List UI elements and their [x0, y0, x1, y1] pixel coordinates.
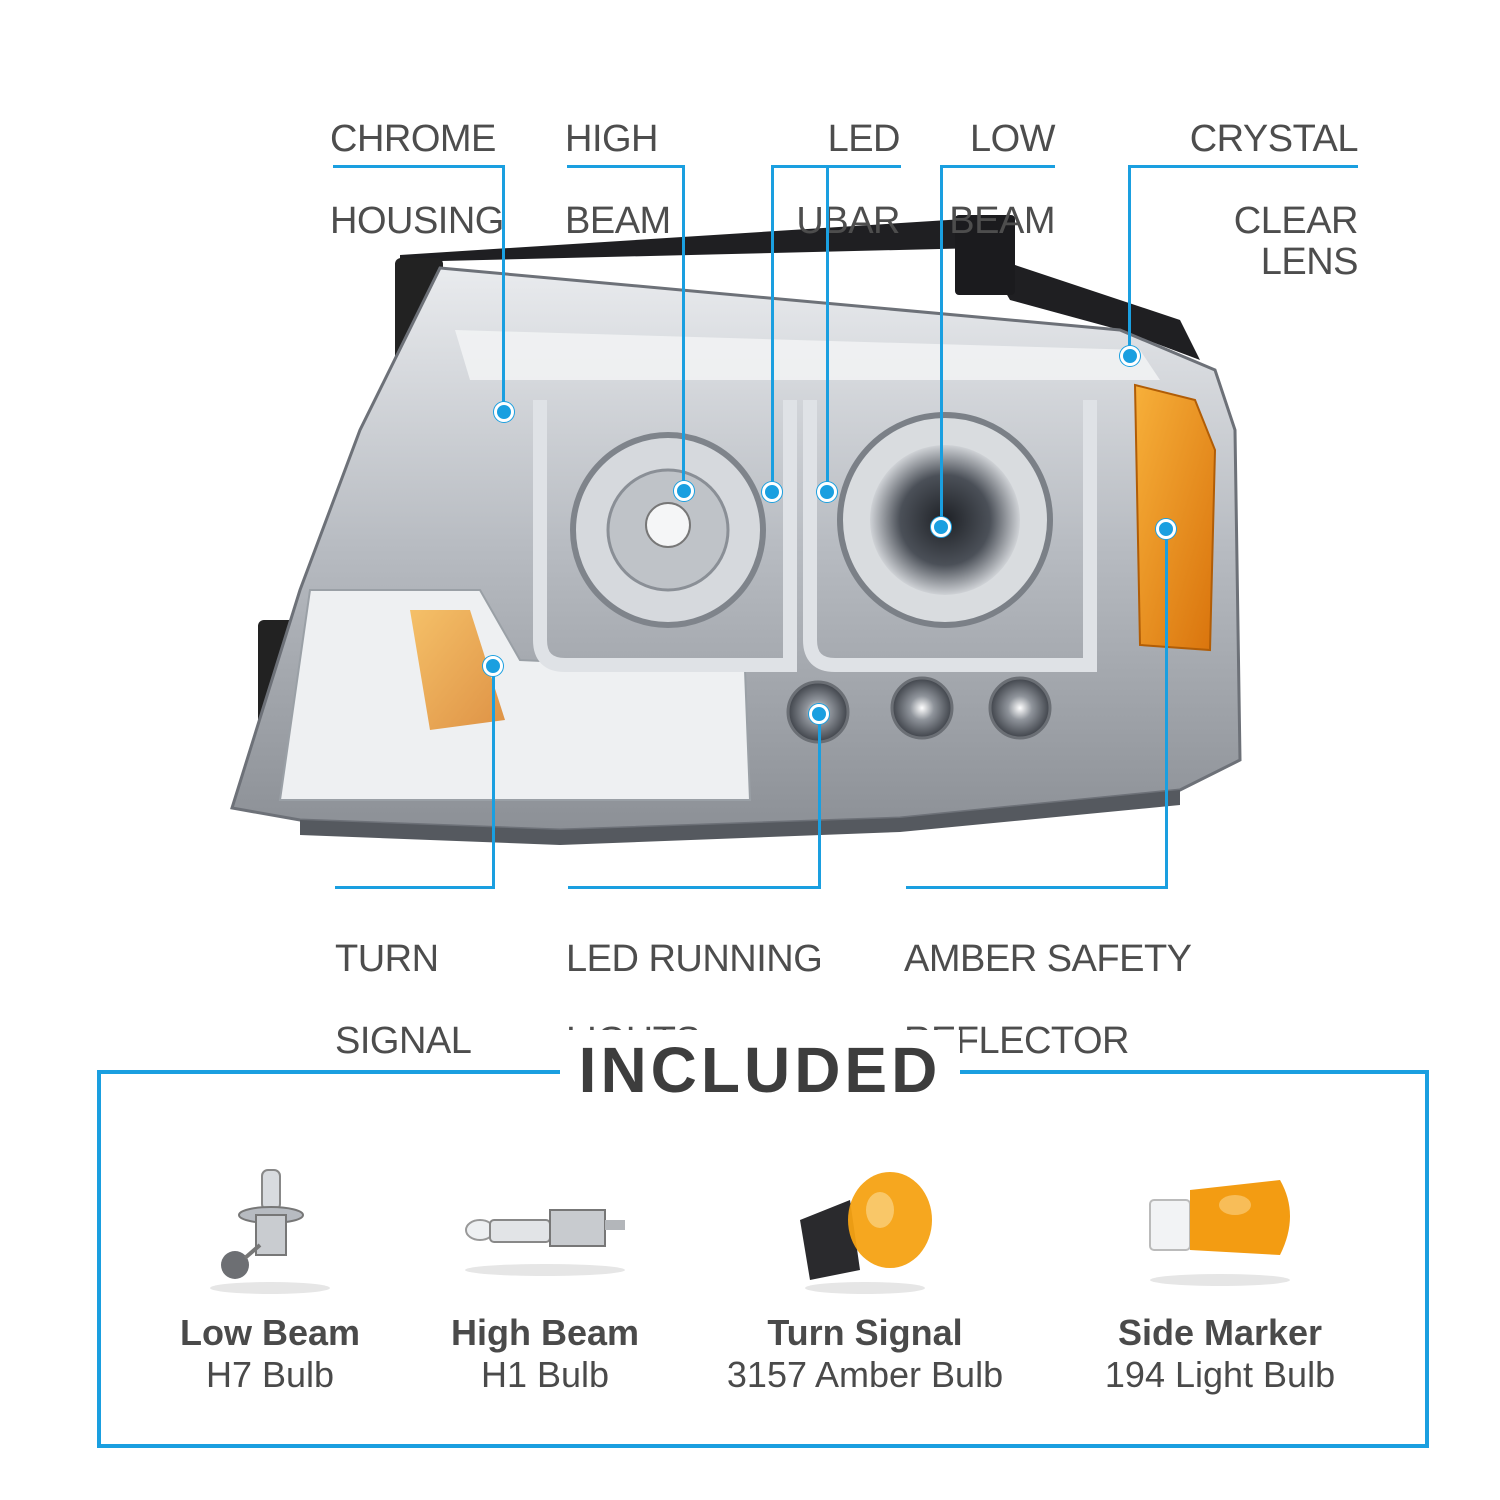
led-running-light-3 [988, 676, 1052, 740]
leader-turn-signal-h [335, 886, 495, 889]
marker-low-beam [931, 517, 951, 537]
included-item-high-beam: High Beam H1 Bulb [430, 1160, 660, 1396]
included-item-low-beam: Low Beam H7 Bulb [150, 1160, 390, 1396]
callout-high-beam: HIGH BEAM [565, 118, 671, 242]
leader-led-ubar-h [771, 165, 901, 168]
callout-turn-signal: TURN SIGNAL [335, 938, 472, 1062]
amber-reflector [1133, 383, 1217, 652]
ubar-left [533, 400, 797, 672]
marker-amber-reflector [1156, 519, 1176, 539]
marker-turn-signal [483, 656, 503, 676]
callout-led-ubar: LED UBAR [796, 118, 900, 242]
included-title: INCLUDED [560, 1030, 960, 1110]
lower-trim [300, 790, 1180, 845]
leader-low-beam-v [940, 165, 943, 520]
leader-running-lights-h [568, 886, 821, 889]
leader-chrome-housing-h [333, 165, 505, 168]
marker-high-beam [674, 481, 694, 501]
leader-crystal-lens-v [1128, 165, 1131, 350]
callout-amber-safety-reflector: AMBER SAFETY REFLECTOR [904, 938, 1192, 1062]
leader-amber-reflector-h [906, 886, 1168, 889]
h1-bulb-icon [465, 1209, 625, 1276]
marker-crystal-lens [1120, 346, 1140, 366]
included-item-turn-signal: Turn Signal 3157 Amber Bulb [710, 1160, 1020, 1396]
leader-low-beam-h [940, 165, 1055, 168]
included-item-spec: 3157 Amber Bulb [726, 1354, 1004, 1395]
included-item-name: High Beam [450, 1312, 640, 1353]
included-item-name: Low Beam [179, 1312, 361, 1353]
included-item-spec: 194 Light Bulb [1104, 1354, 1336, 1395]
leader-running-lights-v [818, 720, 821, 889]
included-item-name: Turn Signal [767, 1312, 963, 1353]
ubar-right [803, 400, 1097, 672]
turn-signal-amber [410, 610, 505, 730]
led-running-light-2 [890, 676, 954, 740]
marker-chrome-housing [494, 402, 514, 422]
marker-led-ubar-1 [762, 482, 782, 502]
leader-led-ubar-v1 [771, 165, 774, 485]
leader-amber-reflector-v [1165, 535, 1168, 889]
included-item-name: Side Marker [1117, 1312, 1323, 1353]
h7-bulb-icon [210, 1169, 330, 1294]
rear-housing [400, 218, 1200, 360]
callout-chrome-housing: CHROME HOUSING [330, 118, 504, 242]
leader-crystal-lens-h [1128, 165, 1358, 168]
upper-lens-bar [455, 330, 1160, 380]
callout-crystal-clear-lens: CRYSTAL CLEAR LENS [1189, 118, 1359, 283]
marker-running-lights [809, 704, 829, 724]
connector [955, 215, 1015, 295]
leader-high-beam-h [567, 165, 685, 168]
leader-high-beam-v [682, 165, 685, 483]
marker-led-ubar-2 [817, 482, 837, 502]
included-item-side-marker: Side Marker 194 Light Bulb [1085, 1160, 1355, 1396]
included-item-spec: H7 Bulb [205, 1354, 335, 1395]
3157-amber-bulb-icon [800, 1172, 932, 1294]
leader-led-ubar-v2 [826, 165, 829, 485]
included-item-spec: H1 Bulb [480, 1354, 610, 1395]
leader-chrome-housing-v [502, 165, 505, 410]
callout-low-beam: LOW BEAM [949, 118, 1055, 242]
194-bulb-icon [1149, 1180, 1290, 1286]
leader-turn-signal-v [492, 668, 495, 889]
headlight-illustration [230, 215, 1242, 845]
